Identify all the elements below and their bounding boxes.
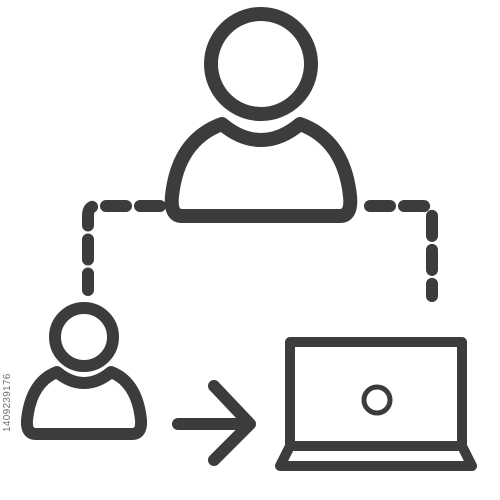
small-person-icon — [20, 302, 148, 440]
stock-id-label: 1409239176 — [2, 373, 13, 432]
arrow-right-icon — [172, 380, 256, 466]
top-person-head — [204, 7, 318, 121]
top-person-icon — [164, 7, 358, 223]
laptop-base — [275, 441, 477, 471]
dashed-connector-right — [364, 200, 438, 302]
top-person-body — [164, 117, 358, 223]
small-person-head — [49, 302, 119, 372]
laptop-icon — [275, 337, 477, 471]
small-person-body — [20, 366, 148, 440]
dashed-connector-left — [82, 200, 166, 296]
laptop-camera — [361, 384, 393, 416]
laptop-screen — [285, 337, 467, 451]
